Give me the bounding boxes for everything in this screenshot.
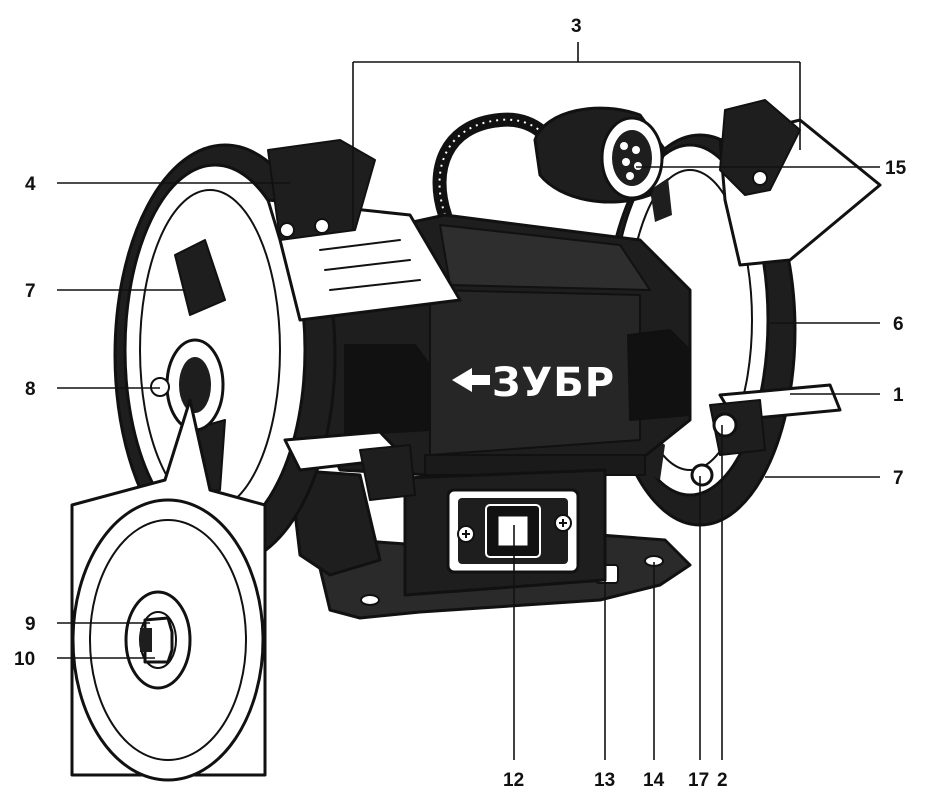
right-eye-shield-bracket [719,99,801,196]
switch-panel [403,468,607,597]
inset-spindle [140,628,152,652]
left-eye-shield-bracket [267,139,376,241]
left-shield-screw-1 [279,222,295,238]
tool-rest-knob [712,412,738,438]
callout-9: 9 [25,614,36,635]
lamp-gooseneck [432,112,552,222]
mount-hole-left [360,594,380,606]
tool-rest-bolt [690,463,714,487]
callout-8: 8 [25,379,36,400]
callout-15: 15 [885,158,907,179]
callout-2: 2 [717,770,728,791]
right-wheel-slot-2 [650,178,672,222]
callout-14: 14 [643,770,665,791]
lamp-gooseneck-ribs [438,118,546,216]
brand-name: ЗУБР [492,360,615,406]
motor-right-vent [627,329,691,421]
grinder-illustration: ЗУБР [70,99,882,782]
left-tool-rest-bracket [359,444,416,501]
callout-17: 17 [688,770,709,791]
lamp-head [533,106,667,204]
motor-left-vent [344,344,431,436]
right-shield-screw [752,170,768,186]
detail-inset [70,398,267,782]
callout-3: 3 [571,16,582,37]
left-cover-knob [150,377,170,397]
left-eye-shield-slats [319,239,421,291]
left-shield-screw-2 [314,218,330,234]
callout-12: 12 [503,770,524,791]
brand-logo: ЗУБР [452,360,615,406]
left-wheel-spoke-top [174,239,226,316]
callout-7-left: 7 [25,281,36,302]
callout-7-right: 7 [893,468,904,489]
callout-13: 13 [594,770,615,791]
callout-4: 4 [25,174,36,195]
callout-numbers: 3 4 7 8 9 10 15 6 1 7 12 13 14 17 2 [14,16,907,791]
callout-10: 10 [14,649,35,670]
brand-arrow-icon [452,368,490,392]
callout-1: 1 [893,385,904,406]
motor-top-panel [439,224,651,291]
leader-lines [57,42,880,760]
left-pedestal [288,468,382,577]
callout-6: 6 [893,314,904,335]
